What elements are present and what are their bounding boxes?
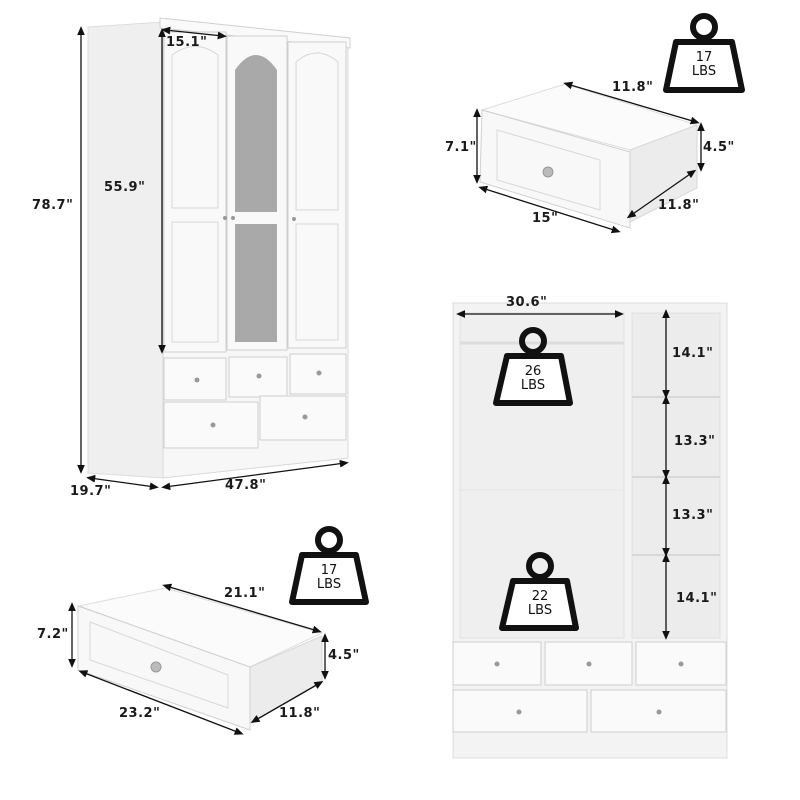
weight-icon-small-drawer [663, 13, 745, 93]
door-width-label: 15.1" [166, 35, 208, 50]
bottom-weight: 22 LBS [516, 590, 564, 618]
small-drawer-depth-label: 11.8" [658, 198, 700, 213]
shelf-height-2-label: 13.3" [674, 434, 716, 449]
small-drawer-front-height-label: 7.1" [445, 140, 477, 155]
weight-icon-bottom [499, 552, 579, 631]
weight-unit: LBS [520, 378, 546, 393]
weight-unit: LBS [316, 577, 342, 592]
small-drawer-side-height-label: 4.5" [703, 140, 735, 155]
small-drawer-weight: 17 LBS [680, 51, 728, 79]
large-drawer-front-height-label: 7.2" [37, 627, 69, 642]
large-drawer-front-width-label: 23.2" [119, 706, 161, 721]
large-drawer-depth-label: 11.8" [279, 706, 321, 721]
weight-value: 26 [524, 364, 542, 379]
door-height-label: 55.9" [104, 180, 146, 195]
weight-value: 17 [695, 50, 713, 65]
wardrobe-interior-view [452, 302, 728, 759]
small-drawer-front-width-label: 15" [532, 211, 559, 226]
weight-value: 22 [531, 589, 549, 604]
shelf-height-4-label: 14.1" [676, 591, 718, 606]
large-drawer-length-label: 21.1" [224, 586, 266, 601]
wardrobe-width-label: 47.8" [225, 478, 267, 493]
hanging-width-label: 30.6" [506, 295, 548, 310]
weight-icon-hanging-rod [493, 327, 573, 406]
large-drawer-diagram [68, 583, 329, 735]
weight-unit: LBS [527, 603, 553, 618]
shelf-height-3-label: 13.3" [672, 508, 714, 523]
small-drawer-diagram [473, 81, 705, 234]
wardrobe-depth-label: 19.7" [70, 484, 112, 499]
weight-unit: LBS [691, 64, 717, 79]
weight-value: 17 [320, 563, 338, 578]
hanging-rod-weight: 26 LBS [509, 365, 557, 393]
small-drawer-length-label: 11.8" [612, 80, 654, 95]
weight-icon-large-drawer [289, 526, 369, 605]
wardrobe-height-label: 78.7" [32, 198, 74, 213]
large-drawer-side-height-label: 4.5" [328, 648, 360, 663]
shelf-height-1-label: 14.1" [672, 346, 714, 361]
large-drawer-weight: 17 LBS [305, 564, 353, 592]
wardrobe-front-view [77, 17, 351, 491]
